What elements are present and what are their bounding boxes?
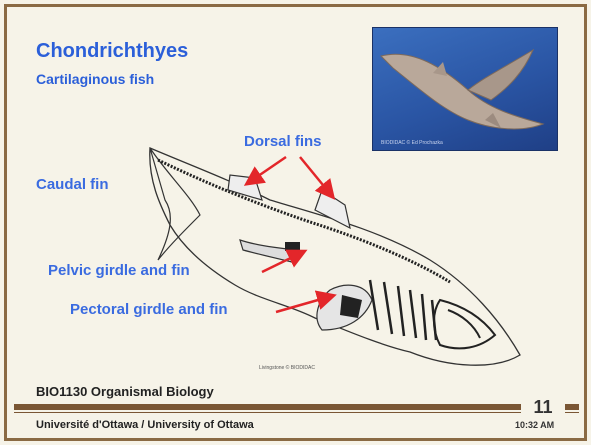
label-pelvic-girdle: Pelvic girdle and fin [48,262,190,279]
drawing-credit: Livingstone © BIODIDAC [259,365,315,371]
label-pectoral-girdle: Pectoral girdle and fin [70,301,228,318]
footer-rule-thin [14,412,579,413]
slide-time: 10:32 AM [515,420,554,430]
course-name: BIO1130 Organismal Biology [36,384,214,399]
university-name: Université d'Ottawa / University of Otta… [36,419,254,431]
label-dorsal-fins: Dorsal fins [244,133,322,150]
label-caudal-fin: Caudal fin [36,176,109,193]
page-number: 11 [521,396,565,418]
footer-rule [14,404,579,410]
dorsal-arrow-2 [300,157,332,196]
dorsal-arrow-1 [248,157,286,183]
